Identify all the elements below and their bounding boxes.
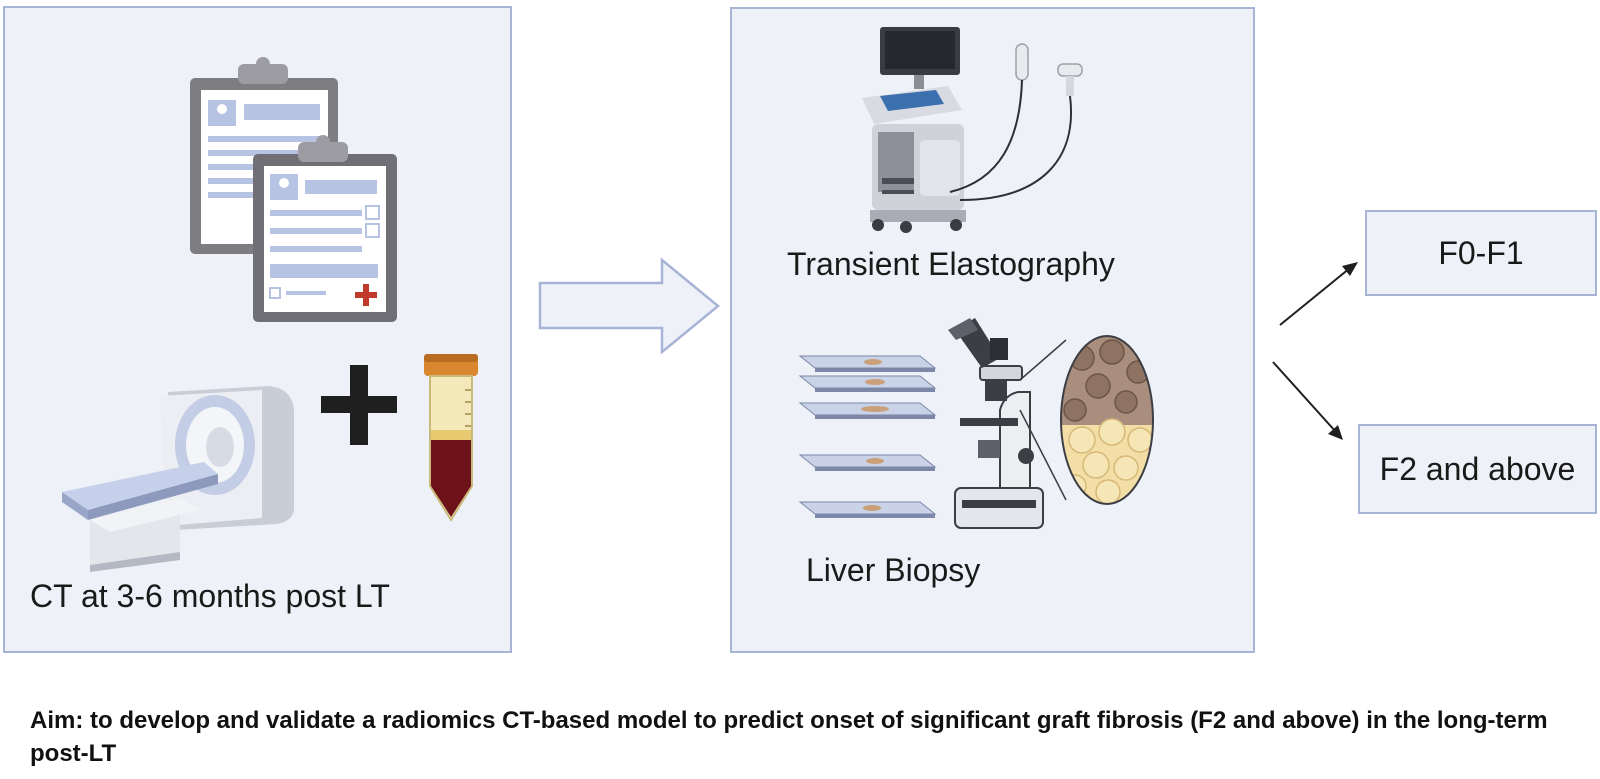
outcome-label-f2-and-above: F2 and above	[1379, 450, 1576, 487]
aim-statement: Aim: to develop and validate a radiomics…	[30, 707, 1548, 767]
zoom-line	[1019, 339, 1067, 381]
panel-reference-standard	[730, 7, 1255, 653]
microscope-icon	[948, 318, 1044, 529]
blood-tube-icon	[424, 354, 478, 522]
ultrasound-machine-icon	[862, 27, 1083, 233]
outcome-arrow-high	[1272, 361, 1343, 440]
plus-icon	[321, 365, 397, 445]
flow-arrow	[538, 257, 720, 355]
elastography-caption: Transient Elastography	[787, 246, 1115, 282]
outcome-box-f0-f1: F0-F1	[1365, 210, 1597, 296]
outcome-arrow-low	[1279, 262, 1358, 326]
tissue-magnified-icon	[1060, 335, 1154, 505]
slides-icon	[798, 355, 937, 518]
outcome-box-f2-and-above: F2 and above	[1358, 424, 1597, 514]
zoom-line	[1019, 409, 1067, 501]
biopsy-caption: Liver Biopsy	[806, 552, 981, 588]
ct-scanner-icon	[62, 386, 294, 572]
ct-caption: CT at 3-6 months post LT	[30, 578, 390, 614]
outcome-label-f0-f1: F0-F1	[1438, 234, 1524, 271]
clipboard-icon	[253, 135, 397, 322]
